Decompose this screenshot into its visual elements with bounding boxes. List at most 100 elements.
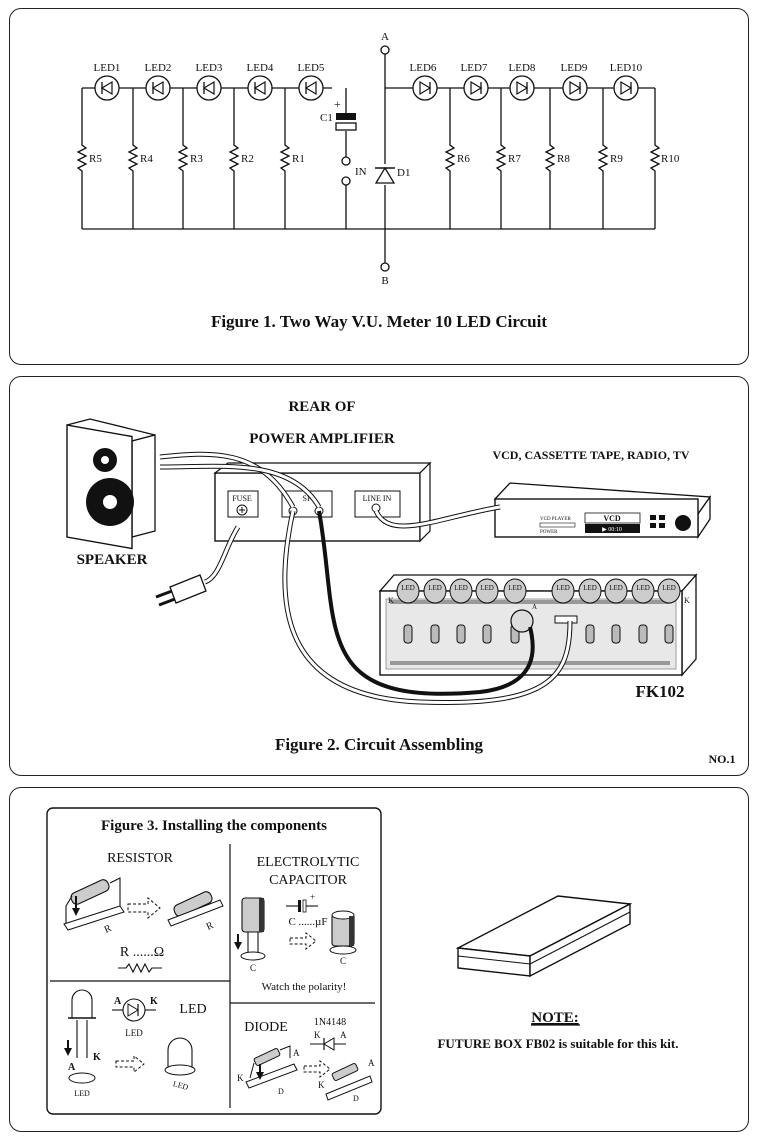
led-symbol bbox=[298, 75, 324, 101]
speaker-label: SPEAKER bbox=[77, 552, 148, 568]
node-b-terminal bbox=[380, 262, 390, 272]
led-symbol bbox=[562, 75, 588, 101]
page-number: NO.1 bbox=[709, 752, 736, 766]
speaker-illustration bbox=[66, 418, 156, 550]
resistor-schematic-icon bbox=[118, 962, 162, 974]
dashed-arrow-icon bbox=[303, 1059, 331, 1079]
vcd-player-illustration: VCD ▶ 00:10 VCD PLAYER POWER bbox=[493, 482, 712, 540]
resistor-label: R1 bbox=[292, 153, 305, 165]
capacitor-letter: C bbox=[250, 963, 256, 973]
capacitor-c1-symbol bbox=[335, 113, 357, 131]
board-resistors bbox=[403, 624, 674, 644]
board-resistor bbox=[664, 624, 674, 644]
installing-components-illustration: Figure 3. Installing the components RESI… bbox=[46, 807, 679, 1115]
capacitor-heading-line2: CAPACITOR bbox=[269, 873, 347, 888]
capacitor-letter: C bbox=[340, 956, 346, 966]
diode-install-icon bbox=[245, 1045, 298, 1089]
resistor-install-icon bbox=[63, 877, 125, 931]
vcd-player-label: VCD PLAYER bbox=[540, 517, 571, 522]
led-label: LED10 bbox=[610, 62, 643, 74]
led-label: LED6 bbox=[410, 62, 437, 74]
figure3-title: Figure 3. Installing the components bbox=[101, 818, 327, 834]
sp-label: SP bbox=[303, 494, 312, 503]
resistor-label: R9 bbox=[610, 153, 623, 165]
assembly-illustration: REAR OF POWER AMPLIFIER SPEAKER bbox=[66, 399, 736, 766]
resistor-symbol bbox=[279, 88, 291, 229]
led-symbol-label: LED bbox=[125, 1028, 143, 1038]
line-in-jack-icon bbox=[371, 503, 381, 513]
dashed-arrow-icon bbox=[127, 896, 161, 920]
resistor-label: R5 bbox=[89, 153, 102, 165]
board-capacitor bbox=[510, 609, 534, 633]
vcd-power-label: POWER bbox=[540, 530, 558, 535]
note-heading: NOTE: bbox=[531, 1010, 579, 1026]
resistor-value: R ......Ω bbox=[120, 945, 164, 960]
led-letter: LED bbox=[74, 1089, 90, 1098]
resistor-symbol bbox=[127, 88, 139, 229]
svg-text:LED: LED bbox=[480, 584, 494, 592]
resistor-label: R3 bbox=[190, 153, 203, 165]
svg-text:LED: LED bbox=[428, 584, 442, 592]
led-symbol bbox=[509, 75, 535, 101]
led-label: LED1 bbox=[94, 62, 121, 74]
figure2-caption: Figure 2. Circuit Assembling bbox=[274, 735, 484, 754]
led-k-label: K bbox=[93, 1052, 101, 1063]
board-resistor bbox=[585, 624, 595, 644]
board-resistor bbox=[403, 624, 413, 644]
left-led-group bbox=[94, 75, 324, 101]
led-symbol bbox=[412, 75, 438, 101]
svg-text:LED: LED bbox=[609, 584, 623, 592]
board-k-label: K bbox=[388, 596, 394, 605]
board-led: LED bbox=[449, 578, 473, 604]
diode-k-label: K bbox=[318, 1080, 325, 1090]
board-led: LED bbox=[475, 578, 499, 604]
svg-text:LED: LED bbox=[583, 584, 597, 592]
resistor-label: R2 bbox=[241, 153, 254, 165]
diode-k-label: K bbox=[237, 1073, 244, 1083]
led-label: LED5 bbox=[298, 62, 325, 74]
figure3-panel: Figure 3. Installing the components RESI… bbox=[9, 787, 749, 1132]
resistor-array bbox=[76, 88, 661, 229]
resistor-label: R4 bbox=[140, 153, 153, 165]
capacitor-value: C ......µF bbox=[288, 916, 327, 928]
input-terminal bbox=[341, 176, 351, 186]
board-resistor bbox=[482, 624, 492, 644]
dashed-arrow-icon bbox=[289, 931, 317, 951]
resistor-symbol bbox=[177, 88, 189, 229]
resistor-symbol bbox=[649, 88, 661, 229]
board-led: LED bbox=[551, 578, 575, 604]
resistor-symbol bbox=[444, 88, 456, 229]
board-led: LED bbox=[396, 578, 420, 604]
resistor-symbol bbox=[76, 88, 88, 229]
diode-heading: DIODE bbox=[244, 1020, 288, 1035]
led-symbol bbox=[613, 75, 639, 101]
led-symbol-k-label: K bbox=[150, 996, 158, 1007]
led-label: LED2 bbox=[145, 62, 172, 74]
svg-text:LED: LED bbox=[556, 584, 570, 592]
board-led: LED bbox=[604, 578, 628, 604]
capacitor-heading-line1: ELECTROLYTIC bbox=[257, 855, 360, 870]
rear-title-line2: POWER AMPLIFIER bbox=[249, 431, 395, 447]
capacitor-installed-icon bbox=[329, 910, 357, 955]
diode-a-label: A bbox=[368, 1058, 375, 1068]
capacitor-label: C1 bbox=[320, 112, 333, 124]
figure1-panel: LED1 LED2 LED3 LED4 LED5 LED6 LED7 LED8 … bbox=[9, 8, 749, 365]
resistor-symbol bbox=[228, 88, 240, 229]
right-led-group bbox=[412, 75, 639, 101]
resistor-letter: R bbox=[103, 923, 114, 936]
led-label: LED7 bbox=[461, 62, 488, 74]
board-led: LED bbox=[578, 578, 602, 604]
figure1-caption: Figure 1. Two Way V.U. Meter 10 LED Circ… bbox=[210, 312, 548, 331]
board-resistor bbox=[456, 624, 466, 644]
led-label: LED9 bbox=[561, 62, 588, 74]
led-letter: LED bbox=[172, 1079, 190, 1092]
fuse-label: FUSE bbox=[232, 494, 252, 503]
capacitor-polarity-label: + bbox=[334, 97, 341, 111]
led-symbol bbox=[196, 75, 222, 101]
power-plug-icon bbox=[155, 574, 207, 607]
led-label: LED3 bbox=[196, 62, 223, 74]
board-led: LED bbox=[503, 578, 527, 604]
led-vu-circuit-schematic: LED1 LED2 LED3 LED4 LED5 LED6 LED7 LED8 … bbox=[76, 31, 680, 287]
led-symbol bbox=[463, 75, 489, 101]
resistor-label: R10 bbox=[661, 153, 680, 165]
